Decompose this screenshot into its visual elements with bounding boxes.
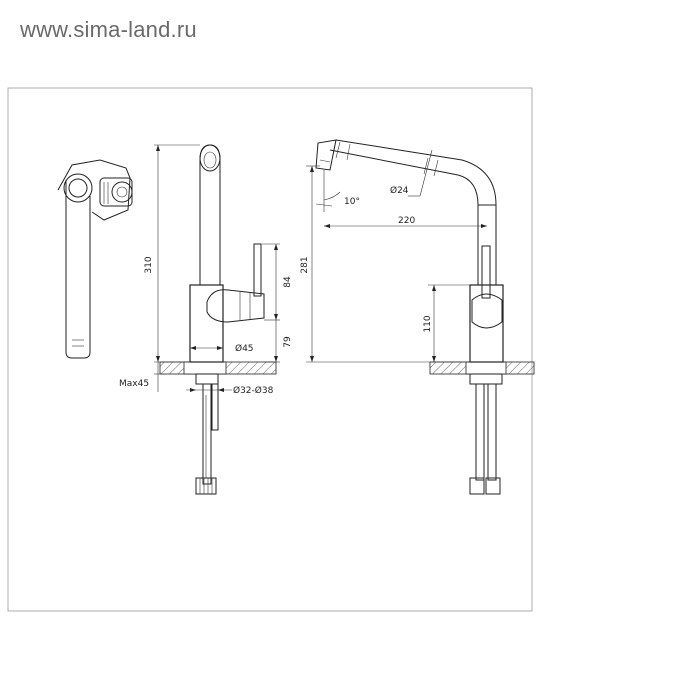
label-front-spout-height: 281 <box>300 256 310 273</box>
label-side-base-height: 79 <box>283 336 293 348</box>
drawing-frame <box>7 87 533 612</box>
top-view-faucet <box>57 159 133 359</box>
front-view-faucet <box>306 139 535 495</box>
label-front-spout-diameter: Ø24 <box>390 185 409 196</box>
label-side-body-diameter: Ø45 <box>235 343 254 354</box>
label-side-lever-height: 84 <box>283 276 293 288</box>
label-side-total-height: 310 <box>144 256 154 273</box>
label-front-spout-angle: 10° <box>344 197 360 207</box>
label-front-lever-height: 110 <box>423 315 433 332</box>
site-watermark: www.sima-land.ru <box>20 17 197 42</box>
label-side-hole-diameter: Ø32-Ø38 <box>233 385 274 396</box>
side-view-faucet <box>154 144 280 495</box>
label-side-max-thickness: Max45 <box>119 379 149 389</box>
label-front-reach: 220 <box>398 216 415 226</box>
